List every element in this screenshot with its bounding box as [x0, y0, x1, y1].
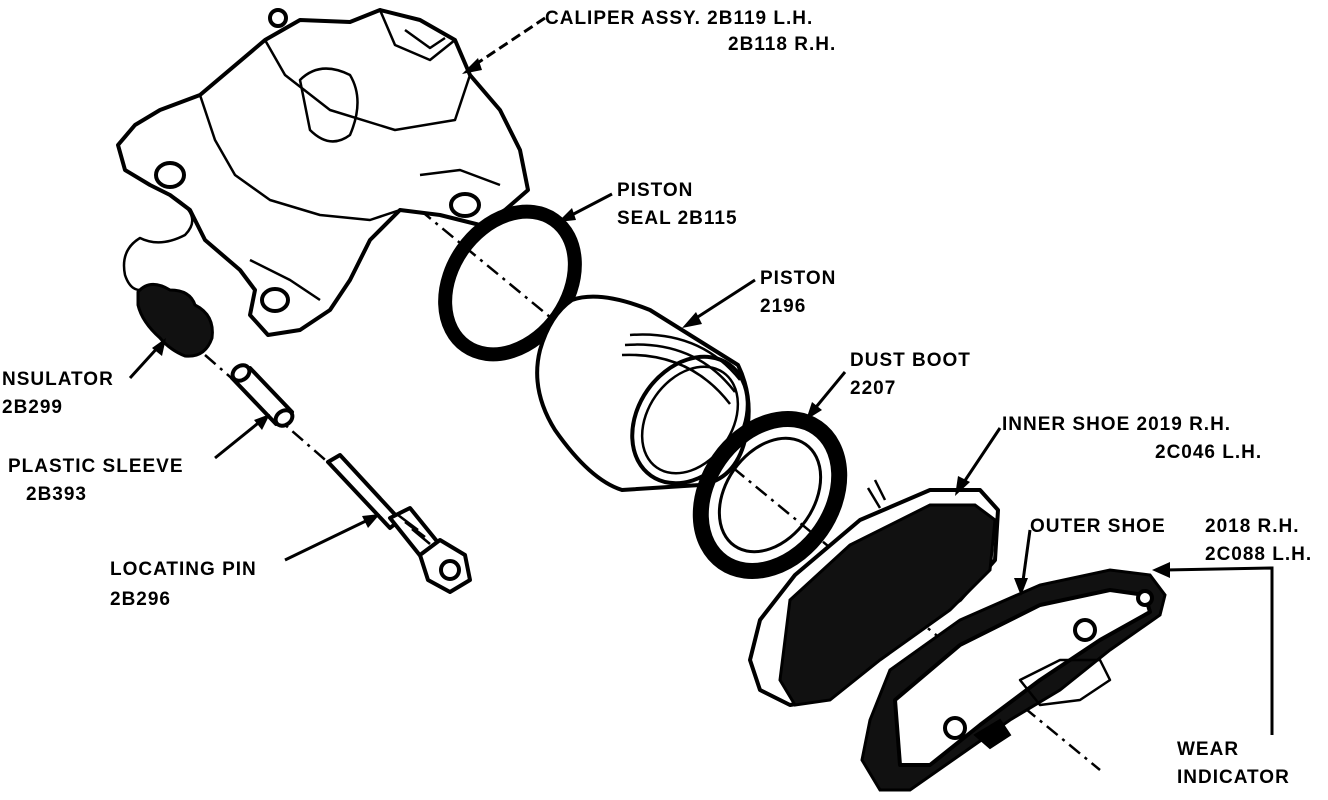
piston-part [535, 294, 751, 492]
wear-indicator-label-line2: INDICATOR [1177, 767, 1290, 788]
plastic-sleeve-part [230, 363, 295, 428]
leader-piston [682, 278, 756, 328]
caliper-housing [116, 8, 530, 337]
outer-shoe-label-line1: OUTER SHOE [1030, 516, 1166, 537]
leader-pin [284, 514, 380, 562]
dust-boot-label-line2: 2207 [850, 378, 896, 399]
leader-sleeve [214, 414, 270, 460]
insulator-part [136, 283, 214, 358]
piston-seal-label-line1: PISTON [617, 180, 693, 201]
piston-seal-label-line2: SEAL 2B115 [617, 208, 738, 229]
dust-boot-label-line1: DUST BOOT [850, 350, 971, 371]
plastic-sleeve-label-line2: 2B393 [26, 484, 87, 505]
locating-pin-label-line2: 2B296 [110, 589, 171, 610]
piston-label-line2: 2196 [760, 296, 806, 317]
outer-shoe-label-rh: 2018 R.H. [1205, 516, 1300, 537]
inner-shoe-label-line1: INNER SHOE 2019 R.H. [1002, 414, 1231, 435]
leader-outer-shoe [1014, 529, 1032, 596]
outer-shoe-part [860, 568, 1167, 792]
insulator-label-line2: 2B299 [2, 397, 63, 418]
leader-inner-shoe [955, 427, 1002, 496]
outer-shoe-label-lh: 2C088 L.H. [1205, 544, 1312, 565]
leader-dust-boot [806, 371, 847, 420]
leader-piston-seal [558, 192, 613, 222]
insulator-label-line1: NSULATOR [2, 369, 114, 390]
leader-insulator [128, 338, 166, 380]
wear-indicator-label-line1: WEAR [1177, 739, 1239, 760]
locating-pin-part [326, 453, 472, 594]
inner-shoe-label-line2: 2C046 L.H. [1155, 442, 1262, 463]
leader-caliper [462, 16, 546, 74]
caliper-label-line2: 2B118 R.H. [728, 34, 836, 55]
caliper-wire [122, 193, 194, 292]
piston-label-line1: PISTON [760, 268, 836, 289]
leader-wear-indicator [1152, 562, 1274, 735]
inner-shoe-part [748, 479, 1000, 707]
caliper-label-line1: CALIPER ASSY. 2B119 L.H. [545, 8, 813, 29]
dust-boot-part [692, 410, 848, 580]
plastic-sleeve-label-line1: PLASTIC SLEEVE [8, 456, 184, 477]
locating-pin-label-line1: LOCATING PIN [110, 559, 257, 580]
